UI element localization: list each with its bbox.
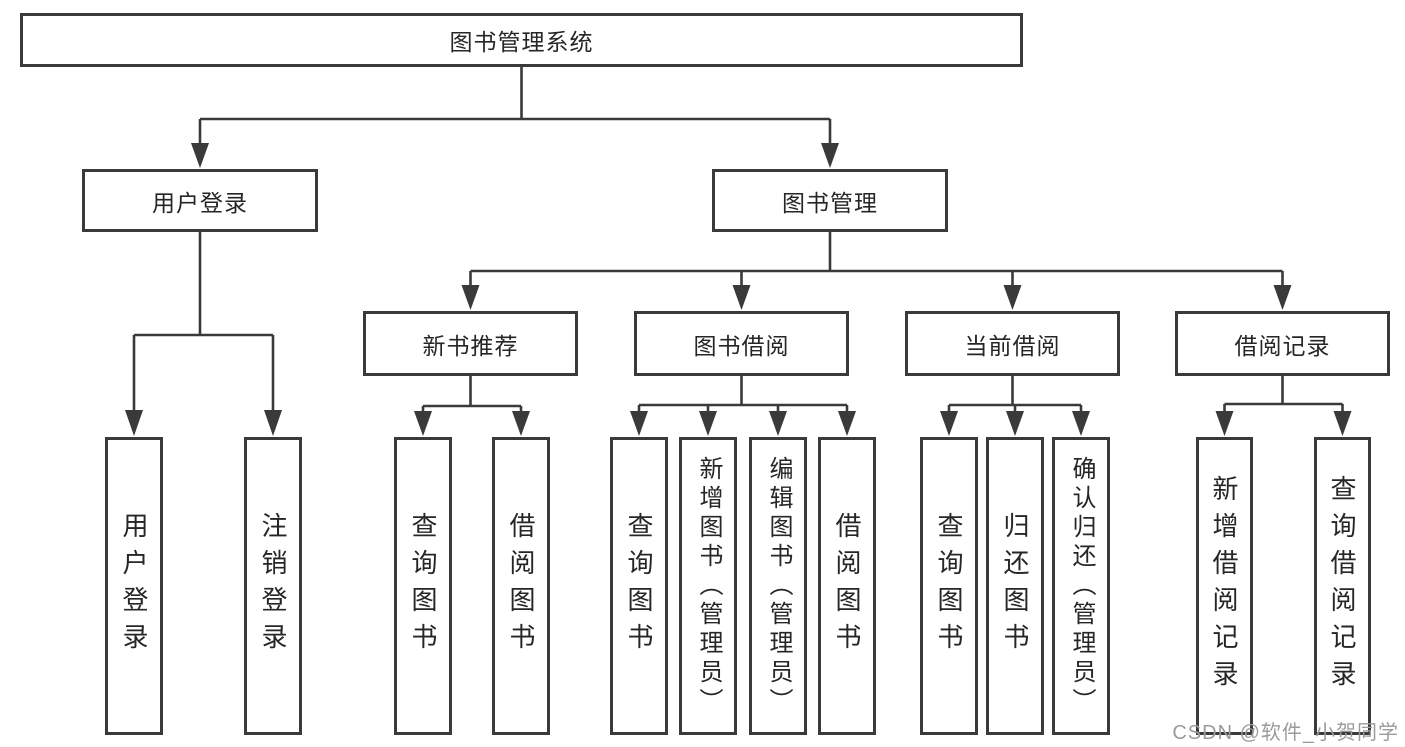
node-current-borrow: 当前借阅 [905, 311, 1120, 376]
connector-new-book-rec [421, 375, 523, 414]
node-book-mgmt: 图书管理 [712, 169, 948, 232]
connector-user-login [132, 232, 275, 413]
leaf-logout: 注销登录 [244, 437, 302, 735]
leaf-query-books-1: 查询图书 [394, 437, 452, 735]
leaf-borrow-books-2: 借阅图书 [818, 437, 876, 735]
node-book-borrow: 图书借阅 [634, 311, 849, 376]
connector-borrow-records [1223, 375, 1344, 414]
leaf-edit-books-admin: 编辑图书（管理员） [749, 437, 807, 735]
arrowheads [125, 143, 1352, 436]
connector-current-borrow [947, 375, 1083, 414]
leaf-add-books-admin: 新增图书（管理员） [679, 437, 737, 735]
node-new-book-rec: 新书推荐 [363, 311, 578, 376]
leaf-query-books-2: 查询图书 [610, 437, 668, 735]
node-user-login: 用户登录 [82, 169, 318, 232]
leaf-confirm-return-admin: 确认归还（管理员） [1052, 437, 1110, 735]
node-borrow-records: 借阅记录 [1175, 311, 1390, 376]
watermark: CSDN @软件_小贺同学 [1172, 722, 1399, 744]
leaf-add-borrow-record: 新增借阅记录 [1196, 437, 1253, 735]
connector-root [198, 67, 832, 146]
leaf-borrow-books-1: 借阅图书 [492, 437, 550, 735]
connector-book-mgmt [469, 232, 1284, 287]
leaf-query-borrow-record: 查询借阅记录 [1314, 437, 1371, 735]
connector-book-borrow [637, 375, 849, 414]
leaf-user-login: 用户登录 [105, 437, 163, 735]
leaf-return-books: 归还图书 [986, 437, 1044, 735]
leaf-query-books-3: 查询图书 [920, 437, 978, 735]
node-root: 图书管理系统 [20, 13, 1023, 67]
